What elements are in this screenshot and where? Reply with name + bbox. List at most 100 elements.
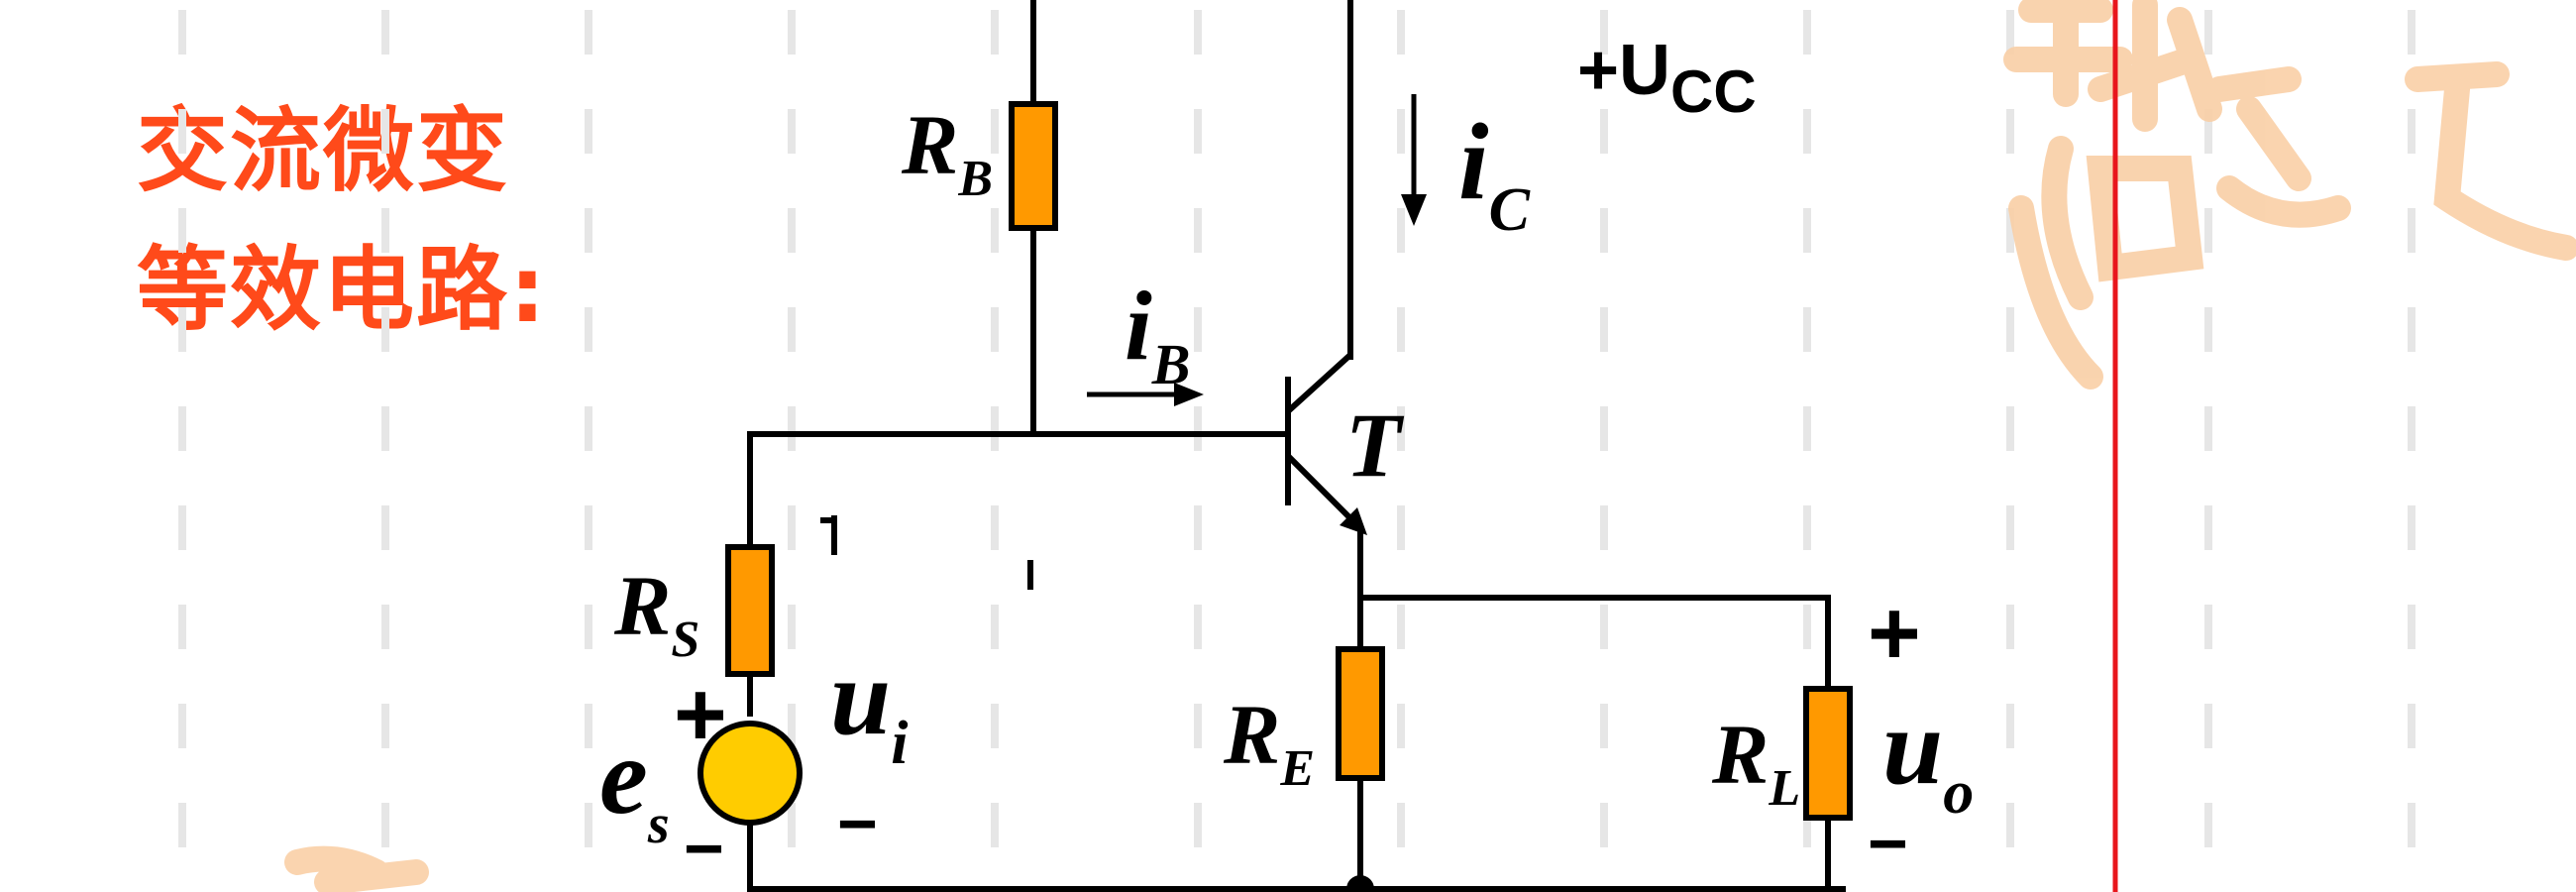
dash-mark bbox=[1803, 307, 1811, 352]
dash-mark bbox=[2006, 803, 2014, 847]
current-ic-arrow-icon bbox=[1401, 94, 1427, 226]
dash-mark bbox=[788, 208, 796, 253]
resistor-rb bbox=[1009, 101, 1058, 231]
dash-mark bbox=[2408, 704, 2415, 748]
dash-mark bbox=[1600, 605, 1608, 649]
dash-mark bbox=[991, 605, 999, 649]
dash-mark bbox=[2204, 406, 2212, 451]
resistor-re bbox=[1336, 646, 1385, 781]
dash-mark bbox=[1397, 109, 1405, 154]
dash-mark bbox=[585, 10, 592, 55]
dash-mark bbox=[1397, 605, 1405, 649]
dash-mark bbox=[1803, 505, 1811, 550]
dash-mark bbox=[788, 10, 796, 55]
ui-plus-sign: + bbox=[674, 664, 727, 765]
dash-mark bbox=[2408, 605, 2415, 649]
dash-mark bbox=[585, 307, 592, 352]
dash-mark bbox=[1397, 307, 1405, 352]
dash-mark bbox=[2408, 803, 2415, 847]
dash-mark bbox=[178, 208, 186, 253]
dash-mark bbox=[1397, 208, 1405, 253]
heading-line-2: 等效电路: bbox=[137, 237, 548, 343]
emitter-arrow-icon bbox=[1340, 507, 1367, 535]
dash-mark bbox=[2006, 704, 2014, 748]
dash-mark bbox=[2204, 208, 2212, 253]
dash-mark bbox=[2408, 406, 2415, 451]
dash-mark bbox=[2204, 109, 2212, 154]
dash-mark bbox=[1194, 109, 1202, 154]
dash-mark bbox=[1803, 605, 1811, 649]
resistor-rs bbox=[725, 544, 775, 677]
label-rb: RB bbox=[901, 97, 993, 207]
dash-mark bbox=[178, 307, 186, 352]
supply-top-mark: ° bbox=[1605, 0, 1634, 11]
dash-mark bbox=[178, 605, 186, 649]
label-ib: iB bbox=[1125, 271, 1190, 396]
dash-mark bbox=[381, 605, 389, 649]
dash-mark bbox=[2006, 10, 2014, 55]
uo-plus-sign: + bbox=[1868, 583, 1921, 684]
dash-mark bbox=[1397, 10, 1405, 55]
dash-mark bbox=[585, 208, 592, 253]
label-re: RE bbox=[1223, 687, 1315, 797]
dash-mark bbox=[2006, 605, 2014, 649]
dash-mark bbox=[381, 109, 389, 154]
dash-mark bbox=[991, 208, 999, 253]
dash-mark bbox=[381, 10, 389, 55]
dash-mark bbox=[2408, 208, 2415, 253]
ground-node bbox=[1346, 875, 1374, 892]
wires bbox=[747, 0, 1846, 892]
dash-mark bbox=[1600, 803, 1608, 847]
dash-mark bbox=[381, 704, 389, 748]
label-ui: ui bbox=[830, 636, 908, 777]
dash-mark bbox=[178, 704, 186, 748]
dash-mark bbox=[1803, 10, 1811, 55]
dash-mark bbox=[585, 109, 592, 154]
dash-mark bbox=[2006, 307, 2014, 352]
label-source: es bbox=[599, 716, 670, 855]
dash-mark bbox=[585, 803, 592, 847]
dash-mark bbox=[585, 605, 592, 649]
dash-mark bbox=[1194, 307, 1202, 352]
dash-mark bbox=[2006, 109, 2014, 154]
dash-mark bbox=[2006, 406, 2014, 451]
transistor-symbol bbox=[1285, 352, 1360, 528]
dash-mark bbox=[1600, 406, 1608, 451]
voltage-source bbox=[698, 721, 803, 826]
dash-mark bbox=[1600, 505, 1608, 550]
dash-mark bbox=[1194, 406, 1202, 451]
dash-mark bbox=[1600, 307, 1608, 352]
dash-mark bbox=[2204, 505, 2212, 550]
dash-mark bbox=[1600, 10, 1608, 55]
dash-mark bbox=[178, 803, 186, 847]
dash-mark bbox=[1803, 208, 1811, 253]
dash-mark bbox=[788, 406, 796, 451]
dash-mark bbox=[1194, 505, 1202, 550]
dash-mark bbox=[788, 803, 796, 847]
supply-label: +UCC bbox=[1577, 31, 1757, 125]
label-rl: RL bbox=[1711, 707, 1800, 817]
dash-mark bbox=[1600, 704, 1608, 748]
dash-mark bbox=[788, 605, 796, 649]
dash-mark bbox=[178, 109, 186, 154]
dash-mark bbox=[1600, 109, 1608, 154]
dash-mark bbox=[1803, 406, 1811, 451]
dash-mark bbox=[2204, 803, 2212, 847]
dash-mark bbox=[991, 10, 999, 55]
dash-mark bbox=[381, 505, 389, 550]
dash-mark bbox=[788, 109, 796, 154]
dash-mark bbox=[1803, 109, 1811, 154]
dash-mark bbox=[991, 406, 999, 451]
dash-mark bbox=[788, 307, 796, 352]
heading-line-1: 交流微变 bbox=[137, 98, 510, 204]
dash-mark bbox=[2408, 505, 2415, 550]
source-minus-sign: − bbox=[684, 810, 724, 887]
dash-mark bbox=[1194, 704, 1202, 748]
dash-mark bbox=[2204, 10, 2212, 55]
dash-mark bbox=[991, 307, 999, 352]
dash-mark bbox=[1194, 605, 1202, 649]
dash-mark bbox=[585, 704, 592, 748]
label-ic: iC bbox=[1458, 101, 1531, 244]
